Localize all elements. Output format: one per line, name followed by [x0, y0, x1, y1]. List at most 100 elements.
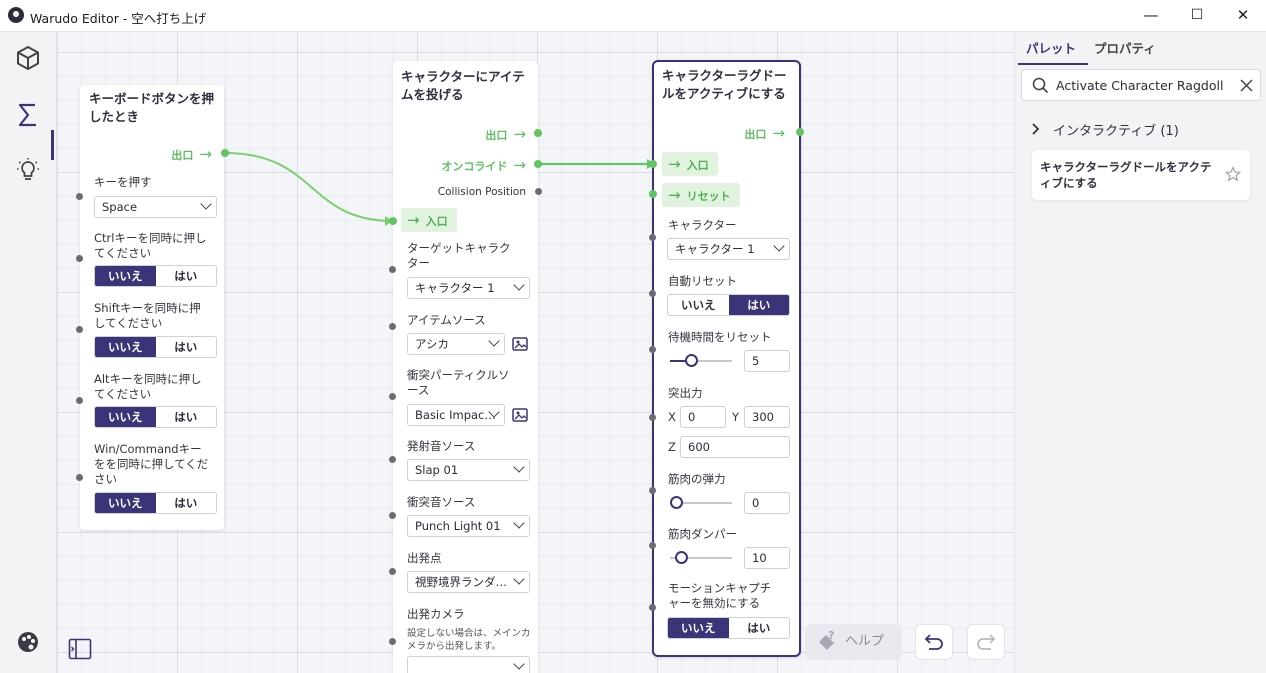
toggle-no[interactable]: いいえ: [95, 266, 156, 286]
toggle-yes[interactable]: はい: [174, 410, 198, 424]
node-activate-ragdoll[interactable]: キャラクターラグドールをアクティブにする 出口→ →入口 →リセット キャラクタ…: [652, 60, 801, 657]
target-dropdown[interactable]: キャラクター 1: [407, 277, 530, 299]
redo-button[interactable]: [967, 624, 1005, 660]
tab-palette[interactable]: パレット: [1026, 41, 1077, 56]
port-impact-sound[interactable]: [389, 512, 396, 519]
clear-search-icon[interactable]: [1240, 79, 1253, 92]
assets-tab-button[interactable]: [8, 38, 48, 78]
port-flow-in[interactable]: [389, 217, 397, 225]
port-flow-out[interactable]: [796, 128, 804, 136]
port-character[interactable]: [649, 234, 656, 241]
port-collision-position[interactable]: [535, 188, 542, 195]
damper-input[interactable]: 10: [744, 547, 790, 569]
port-camera[interactable]: [389, 638, 396, 645]
mocap-toggle[interactable]: いいえ はい: [667, 617, 790, 639]
toggle-no[interactable]: いいえ: [95, 407, 156, 427]
port-shift[interactable]: [76, 326, 83, 333]
plugins-button[interactable]: [8, 622, 48, 662]
blueprints-tab-button[interactable]: [8, 95, 48, 135]
launch-sound-dropdown[interactable]: Slap 01: [407, 459, 530, 481]
ctrl-toggle[interactable]: いいえ はい: [94, 265, 217, 287]
character-dropdown[interactable]: キャラクター 1: [667, 238, 790, 260]
particle-dropdown[interactable]: Basic Impac…: [407, 404, 505, 426]
elasticity-slider-track[interactable]: [670, 502, 732, 504]
category-interactive[interactable]: インタラクティブ (1): [1031, 120, 1179, 139]
force-y-input[interactable]: 300: [744, 406, 790, 428]
tab-properties[interactable]: プロパティ: [1094, 41, 1156, 56]
flow-out-exit[interactable]: 出口→: [171, 145, 212, 163]
toggle-yes[interactable]: はい: [174, 269, 198, 283]
toggle-no[interactable]: いいえ: [668, 618, 729, 638]
shift-toggle[interactable]: いいえ はい: [94, 336, 217, 358]
blueprint-canvas[interactable]: キーボードボタンを押したとき 出口→ キーを押す Space Ctrlキーを同時…: [57, 32, 1014, 673]
star-icon[interactable]: [1225, 166, 1241, 182]
damper-slider-track[interactable]: [670, 557, 732, 559]
impact-sound-dropdown[interactable]: Punch Light 01: [407, 515, 530, 537]
help-button[interactable]: ? ヘルプ: [805, 624, 902, 660]
alt-toggle[interactable]: いいえ はい: [94, 406, 217, 428]
palette-result-activate-ragdoll[interactable]: キャラクターラグドールをアクティブにする: [1032, 150, 1250, 200]
toggle-yes[interactable]: はい: [174, 496, 198, 510]
toggle-no[interactable]: いいえ: [681, 298, 716, 312]
node-keyboard-press[interactable]: キーボードボタンを押したとき 出口→ キーを押す Space Ctrlキーを同時…: [80, 85, 224, 530]
origin-dropdown[interactable]: 視野境界ランダ…: [407, 571, 530, 593]
force-z-input[interactable]: 600: [680, 436, 790, 458]
mocap-label: モーションキャプチャーを無効にする: [668, 581, 772, 610]
elasticity-slider-thumb[interactable]: [670, 496, 683, 509]
port-reset[interactable]: [649, 190, 657, 198]
port-item[interactable]: [389, 323, 396, 330]
toggle-no[interactable]: いいえ: [95, 337, 156, 357]
undo-button[interactable]: [915, 624, 953, 660]
palette-search[interactable]: [1021, 69, 1261, 101]
port-on-collide[interactable]: [534, 160, 542, 168]
port-flow-out[interactable]: [221, 149, 229, 157]
flow-in-enter[interactable]: →入口: [401, 208, 457, 232]
auto-reset-toggle[interactable]: いいえはい: [667, 294, 790, 316]
camera-dropdown[interactable]: [407, 656, 530, 673]
flow-in-enter[interactable]: →入口: [662, 152, 718, 176]
port-auto-reset[interactable]: [649, 290, 656, 297]
flow-out-exit[interactable]: 出口→: [485, 125, 526, 143]
port-particle[interactable]: [389, 393, 396, 400]
port-ctrl[interactable]: [76, 255, 83, 262]
force-x-input[interactable]: 0: [680, 406, 726, 428]
image-picker-icon[interactable]: [512, 336, 528, 352]
elasticity-input[interactable]: 0: [744, 492, 790, 514]
image-picker-icon[interactable]: [512, 407, 528, 423]
port-flow-out[interactable]: [534, 129, 542, 137]
toggle-yes[interactable]: はい: [747, 621, 771, 635]
port-alt[interactable]: [76, 397, 83, 404]
search-input[interactable]: [1056, 75, 1236, 95]
port-reset-time[interactable]: [649, 346, 656, 353]
node-throw-item[interactable]: キャラクターにアイテムを投げる 出口→ オンコライド→ Collision Po…: [393, 61, 538, 673]
win-toggle[interactable]: いいえ はい: [94, 492, 217, 514]
maximize-button[interactable]: ☐: [1190, 7, 1204, 23]
port-key[interactable]: [76, 193, 83, 200]
port-flow-in[interactable]: [649, 160, 657, 168]
port-win[interactable]: [76, 474, 83, 481]
port-damper[interactable]: [649, 542, 656, 549]
reset-time-input[interactable]: 5: [744, 350, 790, 372]
flow-out-exit[interactable]: 出口→: [744, 124, 785, 142]
flow-in-reset[interactable]: →リセット: [662, 183, 740, 207]
port-launch-sound[interactable]: [389, 456, 396, 463]
key-dropdown[interactable]: Space: [94, 196, 217, 218]
toggle-yes[interactable]: はい: [728, 295, 789, 315]
toggle-sidebar-button[interactable]: [68, 637, 92, 661]
port-force[interactable]: [649, 414, 656, 421]
damper-slider-thumb[interactable]: [674, 551, 688, 564]
flow-out-on-collide[interactable]: オンコライド→: [441, 156, 526, 174]
port-origin[interactable]: [389, 568, 396, 575]
tips-tab-button[interactable]: [8, 150, 48, 190]
toggle-no[interactable]: いいえ: [95, 493, 156, 513]
port-target[interactable]: [389, 266, 396, 273]
reset-time-slider-track[interactable]: [670, 360, 732, 362]
port-mocap[interactable]: [649, 604, 656, 611]
reset-time-slider-thumb[interactable]: [684, 354, 698, 367]
close-button[interactable]: ✕: [1236, 6, 1250, 24]
toggle-yes[interactable]: はい: [174, 340, 198, 354]
node-title: キャラクターラグドールをアクティブにする: [662, 68, 787, 101]
minimize-button[interactable]: —: [1143, 6, 1159, 24]
item-dropdown[interactable]: アシカ: [407, 333, 505, 355]
port-elasticity[interactable]: [649, 487, 656, 494]
